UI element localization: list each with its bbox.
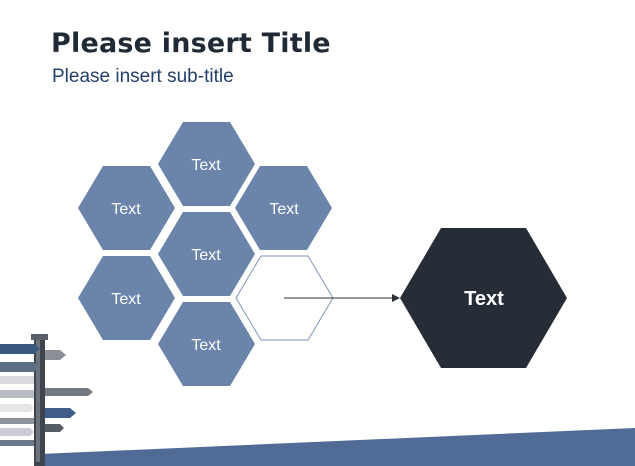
slide-title[interactable]: Please insert Title	[51, 28, 331, 59]
signpost-icon	[0, 334, 93, 466]
hex-upper-right[interactable]: Text	[235, 166, 332, 250]
slide-subtitle[interactable]: Please insert sub-title	[52, 66, 234, 87]
hex-upper-right-label: Text	[269, 201, 299, 218]
hex-bottom[interactable]: Text	[158, 302, 255, 386]
hex-bottom-label: Text	[191, 337, 221, 354]
hex-top-label: Text	[191, 157, 221, 174]
arrow-right-icon	[284, 294, 400, 302]
hex-upper-left-label: Text	[111, 201, 141, 218]
hex-top[interactable]: Text	[158, 122, 255, 206]
hex-center-label: Text	[191, 247, 221, 264]
hex-lower-left[interactable]: Text	[78, 256, 175, 340]
hex-center[interactable]: Text	[158, 212, 255, 296]
hex-upper-left[interactable]: Text	[78, 166, 175, 250]
footer-band	[40, 428, 635, 466]
hex-target[interactable]: Text	[400, 228, 567, 368]
hex-lower-left-label: Text	[111, 291, 141, 308]
hex-target-label: Text	[464, 288, 504, 310]
